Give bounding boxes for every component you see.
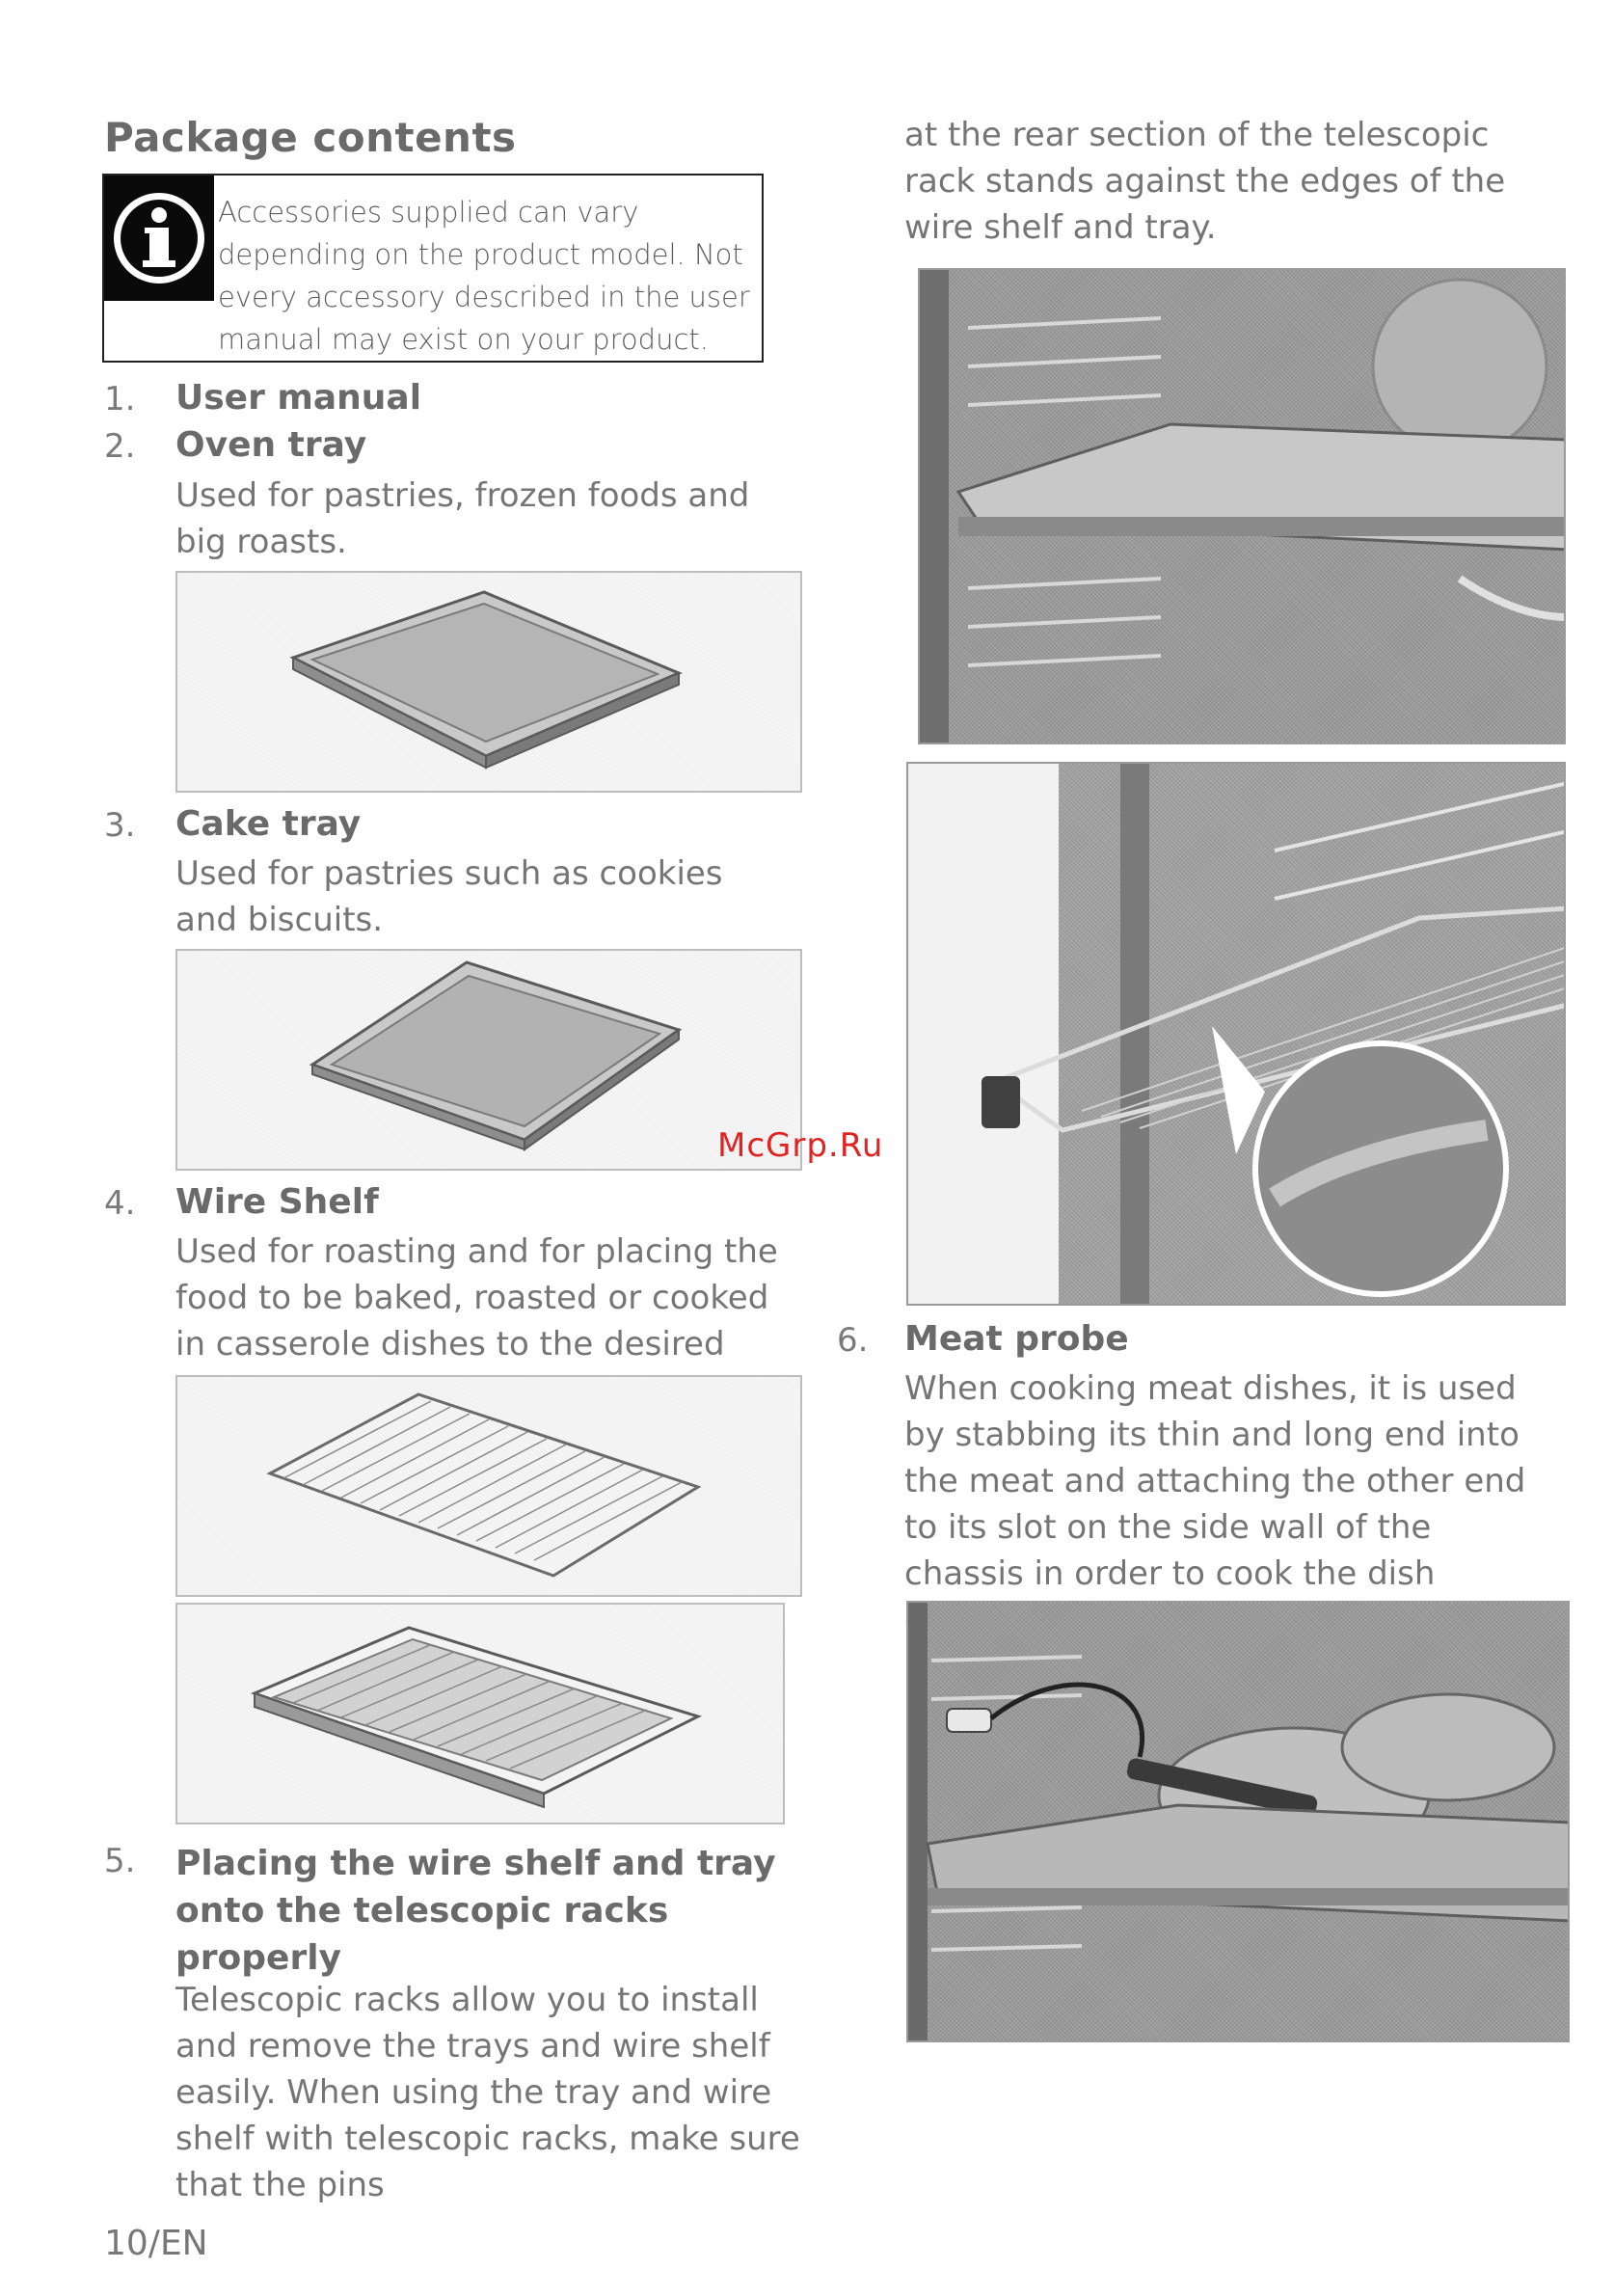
item-number: 3.: [104, 806, 136, 845]
item-number: 2.: [104, 427, 136, 466]
item-text-placing-wire-shelf: Telescopic racks allow you to install an…: [175, 1981, 800, 2204]
item-text-oven-tray: Used for pastries, frozen foods and big …: [175, 476, 750, 561]
telescopic-rack-tray-illustration: [920, 270, 1564, 743]
telescopic-rack-tray-photo: [918, 268, 1566, 744]
wire-shelf-illustration: [266, 1392, 702, 1578]
item-title-wire-shelf: Wire Shelf: [175, 1182, 379, 1222]
section-title: Package contents: [104, 114, 517, 161]
item-number: 5.: [104, 1842, 136, 1880]
telescopic-rack-wire-shelf-photo: [906, 762, 1566, 1306]
item-number: 1.: [104, 380, 136, 419]
item-text-wire-shelf: Used for roasting and for placing the fo…: [175, 1232, 778, 1410]
telescopic-rack-wire-shelf-illustration: [908, 764, 1564, 1304]
item-title-user-manual: User manual: [175, 378, 422, 418]
wire-shelf-with-tray-illustration: [250, 1626, 703, 1809]
cake-tray-illustration: [309, 960, 683, 1151]
item-title-meat-probe: Meat probe: [904, 1319, 1129, 1359]
item-title-oven-tray: Oven tray: [175, 425, 367, 465]
item-number: 6.: [837, 1321, 869, 1360]
wire-shelf-figure-top: [175, 1375, 802, 1597]
continuation-text: at the rear section of the telescopic ra…: [904, 116, 1506, 247]
oven-tray-illustration: [289, 590, 683, 770]
item-title-cake-tray: Cake tray: [175, 804, 362, 844]
info-note-text: Accessories supplied can vary depending …: [218, 196, 750, 356]
oven-tray-figure: [175, 571, 802, 793]
meat-probe-illustration: [908, 1603, 1568, 2040]
page-number: 10/EN: [104, 2224, 208, 2263]
item-title-placing-wire-shelf: Placing the wire shelf and tray onto the…: [175, 1844, 776, 1978]
cake-tray-figure: [175, 949, 802, 1171]
wire-shelf-figure-bottom: [175, 1603, 785, 1824]
item-number: 4.: [104, 1184, 136, 1223]
meat-probe-photo: [906, 1601, 1570, 2042]
item-text-cake-tray: Used for pastries such as cookies and bi…: [175, 854, 723, 939]
watermark-text: McGrp.Ru: [717, 1126, 884, 1165]
info-icon: [104, 176, 214, 301]
info-note-box: Accessories supplied can vary depending …: [102, 174, 764, 363]
